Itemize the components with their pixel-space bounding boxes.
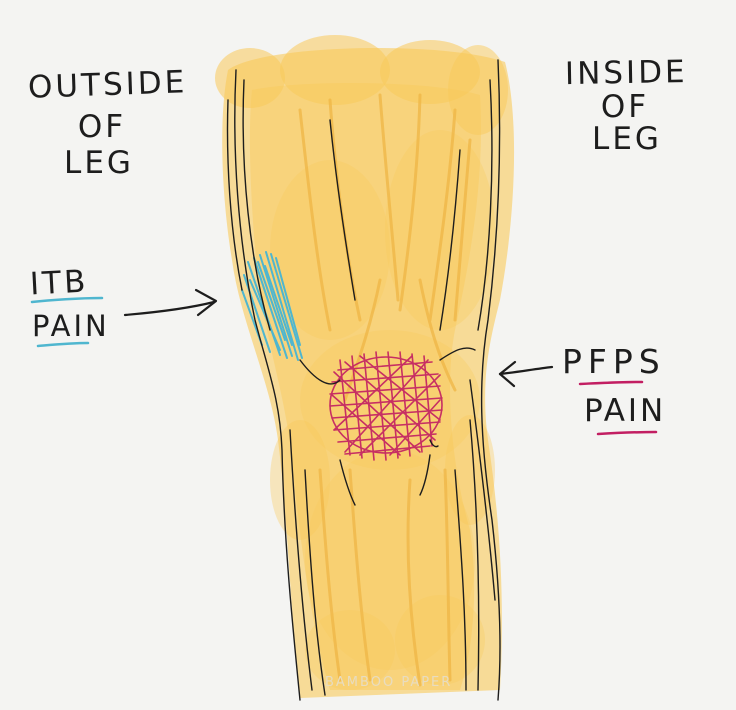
label-outside-line2: OF xyxy=(77,109,127,145)
itb-pain-area xyxy=(241,251,303,361)
label-itb: ITB xyxy=(29,263,90,303)
label-outside-line3: LEG xyxy=(64,145,134,181)
label-pfps-pain: PAIN xyxy=(584,393,667,429)
label-inside-line2: OF xyxy=(600,89,650,125)
label-outside-line1: OUTSIDE xyxy=(27,64,188,106)
pain-underline-itb xyxy=(36,341,90,348)
arrow-left-icon xyxy=(498,360,554,388)
watermark: BAMBOO PAPER xyxy=(325,675,453,690)
pfps-underline xyxy=(578,380,644,386)
label-itb-pain: PAIN xyxy=(32,309,110,343)
itb-underline xyxy=(30,296,104,304)
pain-underline-pfps xyxy=(596,430,658,436)
leg-outline xyxy=(226,59,501,701)
label-inside-line1: INSIDE xyxy=(564,53,688,93)
label-inside-line3: LEG xyxy=(592,121,662,157)
pfps-pain-area xyxy=(329,351,443,461)
label-pfps: PFPS xyxy=(562,342,666,381)
arrow-right-icon xyxy=(123,288,218,317)
